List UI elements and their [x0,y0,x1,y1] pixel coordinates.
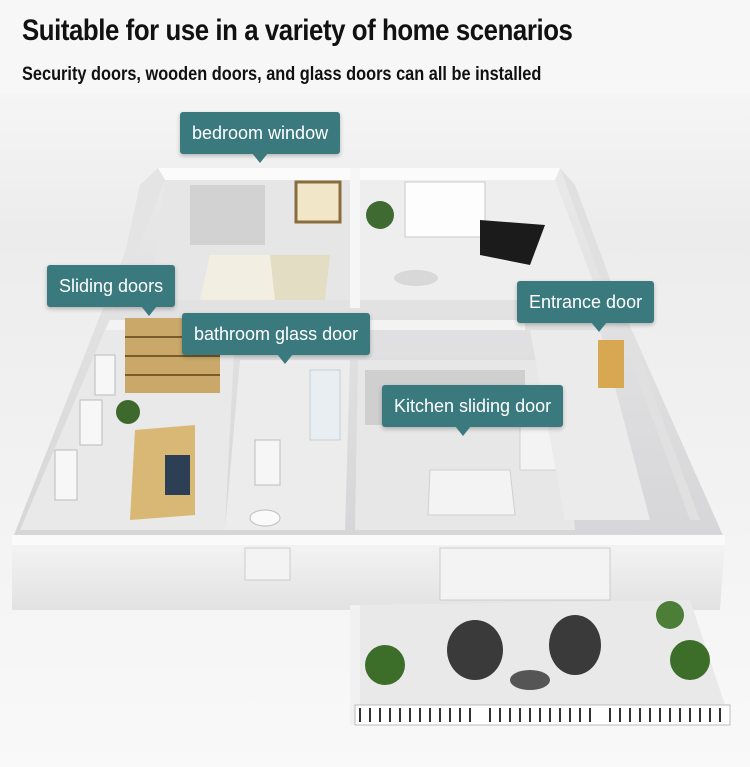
callout-bathroom-glass-door: bathroom glass door [182,313,371,355]
callout-kitchen-sliding-door: Kitchen sliding door [382,385,564,427]
living-window [404,181,486,238]
toilet [249,509,281,527]
dining-table [427,469,516,516]
balcony-left-wall [350,605,360,725]
balcony-railing-bars [359,708,721,722]
piano [480,220,545,265]
front-wall [12,540,725,610]
front-window-right [439,547,611,601]
entrance-door [598,340,624,388]
balcony-plant-left [365,645,405,685]
balcony-plant-corner [656,601,684,629]
balcony-chair-left [447,620,503,680]
study-windows [54,354,116,501]
bedroom-window-frame [294,180,342,224]
front-window-left [244,547,291,581]
entrance-hall [530,330,650,520]
wall-partition-1 [350,168,360,308]
callout-sliding-doors: Sliding doors [47,265,176,307]
balcony-floor [355,600,725,705]
callout-entrance-door: Entrance door [517,281,655,323]
glass-door [309,369,341,441]
plant [366,201,394,229]
wardrobe [190,185,265,245]
balcony-table [510,670,550,690]
right-wall [560,168,700,520]
bed-cover [270,255,330,300]
page-headline: Suitable for use in a variety of home sc… [22,14,573,47]
balcony-railing-base [354,704,731,726]
front-wall-top [12,535,725,545]
balcony-chair-right [549,615,601,675]
washing-machine [254,439,281,486]
office-chair [165,455,190,495]
balcony-plant-right [670,640,710,680]
callout-bedroom-window: bedroom window [180,112,341,154]
study-plant [116,400,140,424]
page-subheadline: Security doors, wooden doors, and glass … [22,64,542,85]
desk [130,425,195,520]
coffee-table [394,270,438,286]
